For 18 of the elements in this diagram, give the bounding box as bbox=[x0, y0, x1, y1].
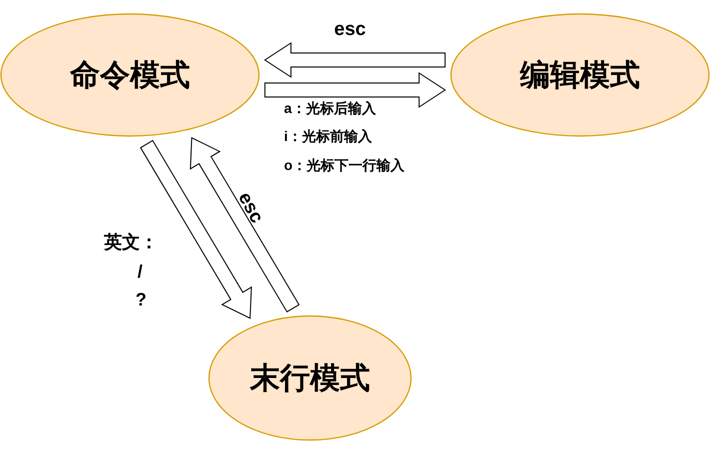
block-arrow bbox=[140, 140, 252, 319]
annotation-text: / bbox=[138, 262, 142, 282]
mode-name: 末行模式 bbox=[250, 360, 370, 396]
mode-ellipse bbox=[208, 315, 412, 441]
annotation-text: o：光标下一行输入 bbox=[284, 157, 405, 175]
edge-label: esc bbox=[334, 19, 366, 41]
edge-label: esc bbox=[232, 188, 268, 228]
block-arrow bbox=[190, 137, 300, 313]
block-arrow bbox=[264, 72, 446, 108]
annotation-text: 英文： bbox=[104, 231, 158, 254]
mode-ellipse bbox=[450, 13, 710, 137]
annotation-text: a：光标后输入 bbox=[284, 100, 376, 118]
mode-name: 命令模式 bbox=[70, 58, 190, 94]
annotation-text: ? bbox=[136, 290, 146, 310]
annotation-text: i：光标前输入 bbox=[284, 128, 372, 146]
mode-ellipse bbox=[0, 13, 260, 137]
block-arrow bbox=[264, 42, 446, 78]
mode-name: 编辑模式 bbox=[520, 58, 640, 94]
